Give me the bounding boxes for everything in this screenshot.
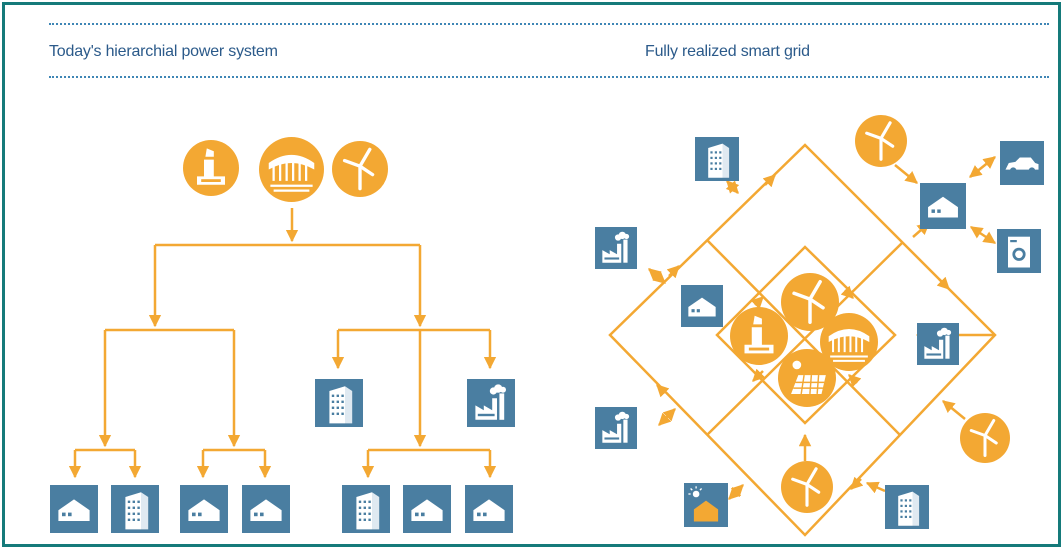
house-icon — [920, 183, 966, 229]
house-icon — [681, 285, 723, 327]
coal-plant-icon — [183, 140, 239, 196]
house-icon — [403, 485, 451, 533]
wind-turbine-icon — [332, 141, 388, 197]
bottom-dotted-rule — [49, 76, 1049, 78]
office-tower-icon — [695, 137, 739, 181]
solar-panel-icon — [778, 349, 836, 407]
office-tower-icon — [111, 485, 159, 533]
top-dotted-rule — [49, 23, 1049, 25]
house-icon — [242, 485, 290, 533]
right-panel-title: Fully realized smart grid — [645, 43, 810, 60]
office-tower-icon — [315, 379, 363, 427]
coal-plant-icon — [730, 307, 788, 365]
wind-turbine-icon — [855, 115, 907, 167]
factory-icon — [917, 323, 959, 365]
office-tower-icon — [342, 485, 390, 533]
wind-turbine-icon — [960, 413, 1010, 463]
left-hierarchy — [68, 208, 497, 479]
car-icon — [1000, 141, 1044, 185]
wind-turbine-icon — [781, 461, 833, 513]
factory-icon — [595, 407, 637, 449]
house-icon — [50, 485, 98, 533]
house-icon — [465, 485, 513, 533]
solar-house-icon — [684, 483, 728, 527]
factory-icon — [467, 379, 515, 427]
washing-machine-icon — [997, 229, 1041, 273]
office-tower-icon — [885, 485, 929, 529]
left-panel-title: Today's hierarchial power system — [49, 43, 278, 60]
hydro-dam-icon — [259, 137, 324, 202]
house-icon — [180, 485, 228, 533]
factory-icon — [595, 227, 637, 269]
diagram-canvas — [50, 115, 1044, 537]
